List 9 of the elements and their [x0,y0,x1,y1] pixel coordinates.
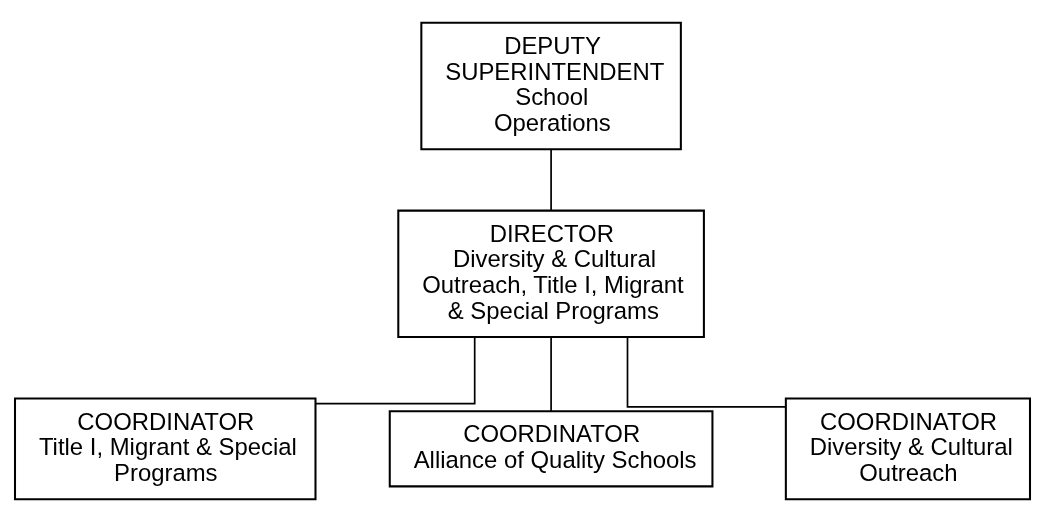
node-box: DIRECTOR Diversity & Cultural Outreach, Title I, Migrant & Special Programs [397,209,705,338]
connector [626,335,787,408]
connector [550,148,552,211]
node-box: COORDINATOR Diversity & Cultural Outreach [784,396,1032,500]
connector [550,335,552,412]
connector [315,335,476,404]
node-box: COORDINATOR Title I, Migrant & Special Programs [13,396,317,500]
node-box: COORDINATOR Alliance of Quality Schools [388,409,714,487]
node-box: DEPUTY SUPERINTENDENT School Operations [420,21,682,150]
